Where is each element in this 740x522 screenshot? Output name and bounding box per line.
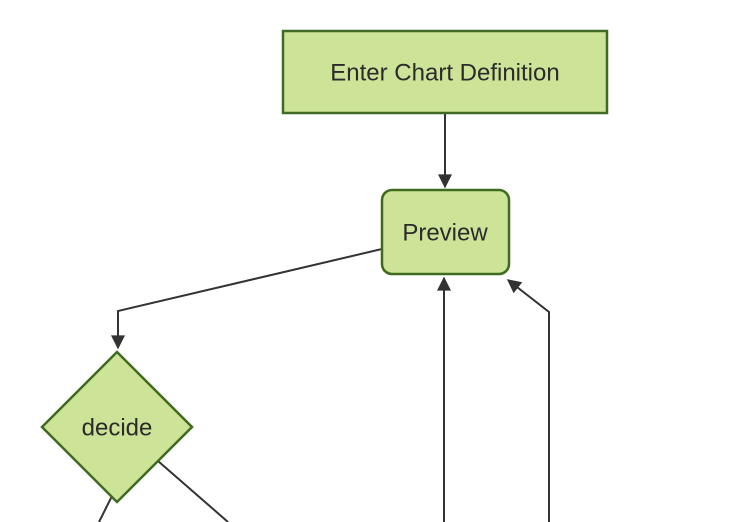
enter-chart-definition-label: Enter Chart Definition [330, 60, 559, 87]
node-enter-chart-definition: Enter Chart Definition [281, 29, 609, 115]
edge-decide-to-offscreen-right [157, 460, 229, 522]
decide-label: decide [82, 415, 153, 442]
node-preview: Preview [380, 188, 511, 276]
node-decide: decide [40, 350, 194, 504]
enter-chart-definition-box [281, 29, 609, 115]
edge-decide-to-offscreen-left [98, 495, 113, 522]
decide-diamond [40, 350, 194, 504]
preview-label: Preview [402, 220, 488, 247]
preview-box [380, 188, 511, 276]
edge-preview-to-decide [111, 248, 383, 350]
edge-offscreen-to-preview-corner [506, 279, 550, 522]
